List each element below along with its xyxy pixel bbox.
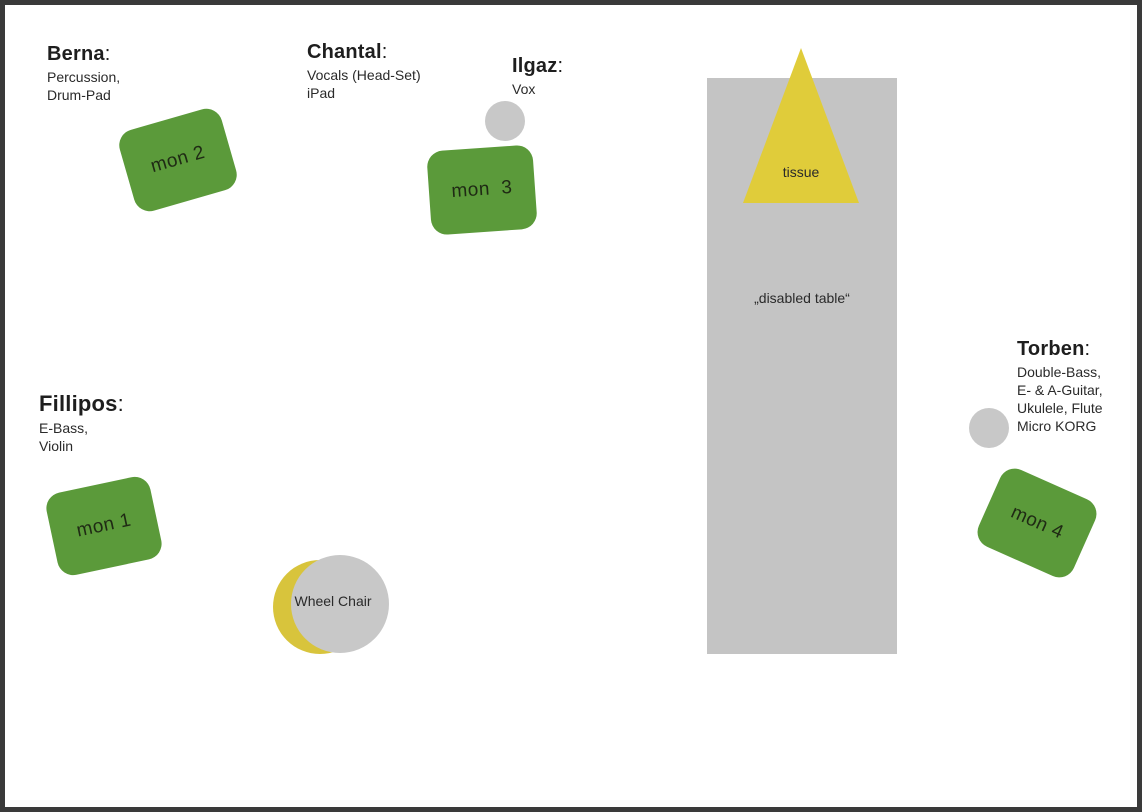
monitor-2: mon 2: [115, 105, 241, 215]
wheel-chair-label: Wheel Chair: [294, 593, 372, 609]
musician-chantal: Chantal: Vocals (Head-Set) iPad: [307, 41, 421, 102]
musician-name: Fillipos: [39, 391, 118, 416]
musician-berna: Berna: Percussion, Drum-Pad: [47, 43, 120, 104]
name-colon: :: [117, 391, 124, 416]
instrument: Violin: [39, 438, 73, 454]
name-colon: :: [104, 43, 111, 65]
musician-name: Berna: [47, 43, 105, 65]
instrument: Ukulele, Flute: [1017, 400, 1103, 416]
mic-stand-ilgaz: [485, 101, 525, 141]
wheel-chair-seat: [291, 555, 389, 653]
name-colon: :: [1084, 338, 1091, 360]
instrument-list: Percussion, Drum-Pad: [47, 68, 120, 104]
monitor-1: mon 1: [43, 473, 165, 579]
instrument-list: Vox: [512, 80, 563, 98]
monitor-label: mon 2: [148, 141, 208, 178]
instrument: Drum-Pad: [47, 87, 111, 103]
musician-name: Chantal: [307, 41, 382, 63]
tissue-box: tissue: [743, 48, 859, 203]
instrument: Double-Bass,: [1017, 364, 1102, 380]
monitor-label: mon 4: [1007, 501, 1067, 544]
monitor-3: mon 3: [426, 144, 538, 236]
tissue-triangle-icon: [743, 48, 859, 203]
instrument: iPad: [307, 85, 336, 101]
instrument: Percussion,: [47, 69, 121, 85]
name-colon: :: [557, 55, 564, 77]
musician-torben: Torben: Double-Bass, E- & A-Guitar, Ukul…: [1017, 338, 1103, 435]
musician-name: Torben: [1017, 338, 1085, 360]
monitor-label: mon 3: [450, 176, 514, 203]
table-label: „disabled table“: [754, 290, 850, 306]
instrument-list: E-Bass, Violin: [39, 419, 124, 455]
monitor-label: mon 1: [74, 509, 134, 542]
name-colon: :: [381, 41, 388, 63]
instrument-list: Double-Bass, E- & A-Guitar, Ukulele, Flu…: [1017, 363, 1103, 435]
musician-ilgaz: Ilgaz: Vox: [512, 55, 563, 98]
instrument-list: Vocals (Head-Set) iPad: [307, 66, 421, 102]
musician-fillipos: Fillipos: E-Bass, Violin: [39, 392, 124, 455]
tissue-label: tissue: [782, 164, 820, 180]
mic-stand-torben: [969, 408, 1009, 448]
instrument: E- & A-Guitar,: [1017, 382, 1103, 398]
instrument: Micro KORG: [1017, 418, 1097, 434]
wheel-chair: Wheel Chair: [273, 555, 393, 655]
instrument: Vox: [512, 81, 536, 97]
instrument: E-Bass,: [39, 420, 89, 436]
instrument: Vocals (Head-Set): [307, 67, 421, 83]
musician-name: Ilgaz: [512, 55, 558, 77]
monitor-4: mon 4: [972, 463, 1102, 583]
